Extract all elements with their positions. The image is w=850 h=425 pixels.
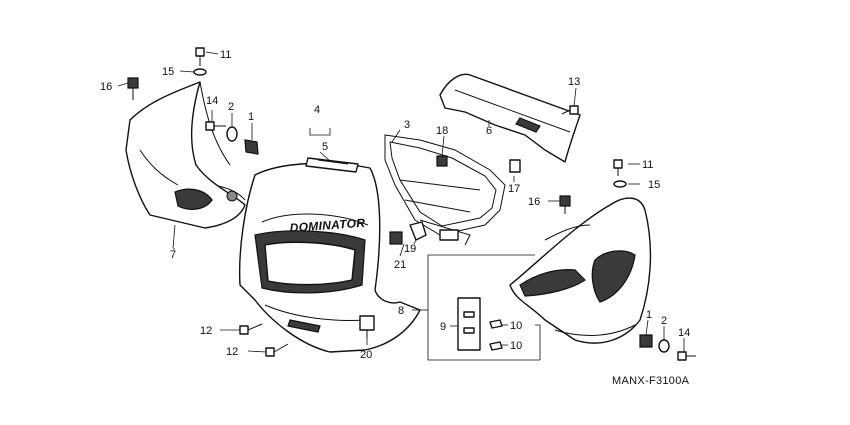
bolt-12-upper bbox=[239, 323, 263, 335]
headlight-stay bbox=[384, 134, 506, 246]
callout-8: 8 bbox=[398, 305, 404, 317]
collar-2-left bbox=[226, 126, 238, 142]
callout-12-upper: 12 bbox=[200, 325, 212, 337]
bolt-11-right bbox=[613, 159, 623, 176]
callout-4: 4 bbox=[314, 104, 320, 116]
callout-18: 18 bbox=[436, 125, 448, 137]
callout-5: 5 bbox=[322, 141, 328, 153]
seal-upper bbox=[489, 319, 503, 329]
bolt-12-lower bbox=[265, 343, 289, 357]
bracket-8 bbox=[427, 254, 540, 361]
washer-15-right bbox=[613, 180, 627, 188]
clip-19 bbox=[409, 221, 427, 241]
seal-lower bbox=[489, 341, 503, 351]
callout-2-right: 2 bbox=[661, 315, 667, 327]
leader-lines bbox=[117, 51, 685, 353]
front-cowl: DOMINATOR bbox=[238, 162, 421, 353]
emblem-plate bbox=[457, 297, 481, 351]
callout-3: 3 bbox=[404, 119, 410, 131]
callout-19: 19 bbox=[404, 243, 416, 255]
right-side-cowl bbox=[509, 197, 652, 344]
bracket-10 bbox=[535, 324, 541, 360]
bolt-11-left bbox=[195, 47, 205, 66]
decal-text: DOMINATOR bbox=[289, 216, 365, 235]
callout-15-right: 15 bbox=[648, 179, 660, 191]
callout-7: 7 bbox=[170, 249, 176, 261]
bolt-14-right bbox=[677, 351, 696, 361]
callout-1-right: 1 bbox=[646, 309, 652, 321]
washer-15-left bbox=[193, 68, 207, 76]
callout-11-right: 11 bbox=[642, 159, 653, 171]
callout-14-left: 14 bbox=[206, 95, 218, 107]
callout-12-lower: 12 bbox=[226, 346, 238, 358]
bolt-18 bbox=[436, 155, 448, 167]
callout-1-left: 1 bbox=[248, 111, 254, 123]
nut-17 bbox=[509, 159, 521, 173]
callout-21: 21 bbox=[394, 259, 406, 271]
left-side-cowl bbox=[125, 81, 246, 249]
callout-11-left: 11 bbox=[220, 49, 231, 61]
grommet-1-right bbox=[639, 334, 653, 348]
meter-cover bbox=[439, 73, 581, 163]
callout-17: 17 bbox=[508, 183, 520, 195]
callout-15-left: 15 bbox=[162, 66, 174, 78]
grommet-16-left bbox=[127, 77, 139, 100]
grommet-16-right bbox=[559, 195, 571, 214]
callout-16-left: 16 bbox=[100, 81, 112, 93]
screw-13 bbox=[561, 105, 579, 115]
grommet-1-left bbox=[244, 139, 259, 155]
callout-2-left: 2 bbox=[228, 101, 234, 113]
callout-13: 13 bbox=[568, 76, 580, 88]
callout-6: 6 bbox=[486, 125, 492, 137]
callout-16-right: 16 bbox=[528, 196, 540, 208]
grommet-20 bbox=[359, 315, 375, 338]
callout-10-lower: 10 bbox=[510, 340, 522, 352]
bolt-14-left bbox=[205, 121, 226, 131]
decal-strip bbox=[305, 157, 359, 173]
callout-14-right: 14 bbox=[678, 327, 690, 339]
bracket-4-5 bbox=[309, 128, 331, 136]
bolt-21 bbox=[389, 231, 403, 245]
callout-9: 9 bbox=[440, 321, 446, 333]
callout-20: 20 bbox=[360, 349, 372, 361]
callout-10-upper: 10 bbox=[510, 320, 522, 332]
collar-2-right bbox=[658, 339, 670, 353]
diagram-code: MANX‑F3100A bbox=[612, 375, 690, 387]
